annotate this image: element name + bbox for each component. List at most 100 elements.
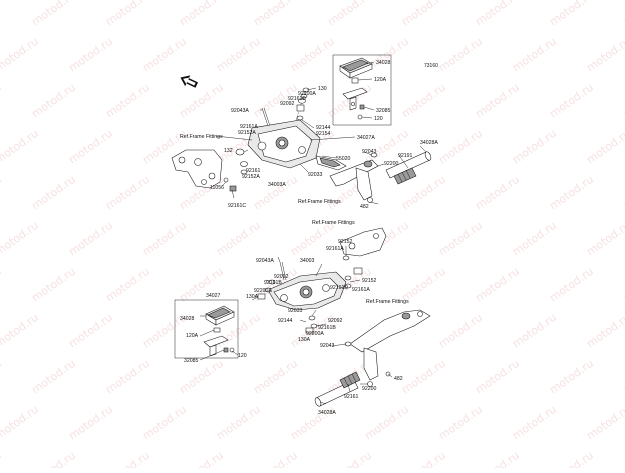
washer-132 bbox=[235, 148, 245, 156]
upper-hardware-stack bbox=[289, 87, 310, 141]
callout: 92144 bbox=[316, 125, 331, 131]
watermark-text: motod.ru bbox=[177, 81, 226, 121]
callout: 92033 bbox=[308, 172, 323, 178]
watermark-text: motod.ru bbox=[0, 173, 4, 213]
callout: 120A bbox=[186, 333, 199, 339]
watermark-text: motod.ru bbox=[66, 311, 115, 351]
watermark-text: motod.ru bbox=[547, 357, 596, 397]
callout: 92161 bbox=[246, 168, 261, 174]
watermark-text: motod.ru bbox=[473, 357, 522, 397]
callout: 120 bbox=[238, 353, 247, 359]
watermark-text: motod.ru bbox=[103, 0, 152, 28]
footpeg-bracket-bottom bbox=[203, 335, 229, 357]
watermark-text: motod.ru bbox=[325, 0, 374, 28]
leader-lines bbox=[199, 61, 427, 405]
callout: 34028 bbox=[376, 60, 391, 66]
watermark-text: motod.ru bbox=[584, 403, 625, 443]
watermark-text: motod.ru bbox=[29, 173, 78, 213]
watermark-text: motod.ru bbox=[325, 81, 374, 121]
callout: 92152A bbox=[238, 130, 256, 136]
callout: 11056 bbox=[210, 185, 224, 191]
watermark-text: motod.ru bbox=[140, 403, 189, 443]
footpeg-rubber-92191 bbox=[393, 167, 417, 185]
step-bracket-upper bbox=[247, 119, 321, 169]
ref-frame-fittings-2: Ref.Frame Fittings bbox=[298, 199, 341, 205]
footpeg-rubber-92161 bbox=[339, 371, 361, 389]
callout: 92200A bbox=[306, 331, 324, 337]
callout: 92200A bbox=[298, 91, 316, 97]
callout: 482 bbox=[394, 376, 403, 382]
watermark-text: motod.ru bbox=[29, 265, 78, 305]
watermark-text: motod.ru bbox=[584, 311, 625, 351]
watermark-text: motod.ru bbox=[621, 357, 625, 397]
callout: 34003A bbox=[268, 182, 286, 188]
callout: 92161 bbox=[344, 394, 359, 400]
watermark-text: motod.ru bbox=[473, 173, 522, 213]
watermark-text: motod.ru bbox=[621, 265, 625, 305]
watermark-text: motod.ru bbox=[0, 219, 41, 259]
watermark-text: motod.ru bbox=[0, 357, 4, 397]
watermark-text: motod.ru bbox=[214, 35, 263, 75]
callout: 92200A bbox=[254, 288, 272, 294]
spring-32085-bottom bbox=[223, 347, 229, 353]
frame-plate-upper bbox=[171, 149, 223, 189]
callout: 92161A bbox=[326, 246, 344, 252]
callout: 92200 bbox=[362, 386, 377, 392]
callout: 92144 bbox=[278, 318, 293, 324]
pin-120A-top bbox=[351, 77, 359, 84]
watermark-text: motod.ru bbox=[288, 403, 337, 443]
callout: 55020 bbox=[336, 156, 351, 162]
pivot-bolt-92043A-lower bbox=[279, 261, 287, 281]
callout: 32085 bbox=[376, 108, 391, 114]
watermark-text: motod.ru bbox=[436, 127, 485, 167]
callout: 92033 bbox=[288, 308, 303, 314]
watermark-text: motod.ru bbox=[0, 311, 41, 351]
callout: 92161B bbox=[288, 96, 306, 102]
watermark-text: motod.ru bbox=[473, 0, 522, 28]
watermark-text: motod.ru bbox=[510, 403, 559, 443]
watermark-text: motod.ru bbox=[473, 265, 522, 305]
callout: 34028A bbox=[318, 410, 336, 416]
watermark-text: motod.ru bbox=[547, 81, 596, 121]
watermark-text: motod.ru bbox=[0, 265, 4, 305]
callout: 34028A bbox=[420, 140, 438, 146]
callout: 130A bbox=[246, 294, 259, 300]
watermark-text: motod.ru bbox=[0, 81, 4, 121]
watermark-text: motod.ru bbox=[177, 449, 226, 468]
watermark-text: motod.ru bbox=[0, 127, 41, 167]
watermark-text: motod.ru bbox=[251, 0, 300, 28]
watermark-text: motod.ru bbox=[584, 127, 625, 167]
watermark-text: motod.ru bbox=[473, 81, 522, 121]
callout: 92092 bbox=[328, 318, 343, 324]
watermark-text: motod.ru bbox=[510, 219, 559, 259]
watermark-text: motod.ru bbox=[436, 311, 485, 351]
watermark-text: motod.ru bbox=[436, 219, 485, 259]
watermark-text: motod.ru bbox=[29, 357, 78, 397]
callout: 92200 bbox=[384, 161, 399, 167]
ref-frame-fittings-3: Ref.Frame Fittings bbox=[312, 220, 355, 226]
watermark-text: motod.ru bbox=[214, 403, 263, 443]
watermark-text: motod.ru bbox=[29, 0, 78, 28]
watermark-text: motod.ru bbox=[547, 265, 596, 305]
pin-120-bottom bbox=[229, 347, 235, 353]
watermark-text: motod.ru bbox=[103, 81, 152, 121]
watermark-text: motod.ru bbox=[251, 357, 300, 397]
reference-labels: Ref.Frame Fittings Ref.Frame Fittings Re… bbox=[180, 134, 409, 305]
watermark-text: motod.ru bbox=[66, 219, 115, 259]
callout: 120 bbox=[374, 116, 383, 122]
callout: 32085 bbox=[184, 358, 199, 364]
bushing-92161C bbox=[229, 185, 237, 192]
callout: 130A bbox=[298, 337, 311, 343]
watermark-text: motod.ru bbox=[66, 35, 115, 75]
pin-120-top bbox=[357, 114, 363, 120]
callout: 92154 bbox=[316, 131, 331, 137]
step-bracket-lower bbox=[267, 271, 347, 311]
callout: 92092 bbox=[274, 274, 289, 280]
ref-frame-fittings-4: Ref.Frame Fittings bbox=[366, 299, 409, 305]
footpeg-rubber-top bbox=[339, 57, 373, 79]
watermark-text: motod.ru bbox=[325, 449, 374, 468]
callout: 120A bbox=[374, 77, 387, 83]
watermark-text: motod.ru bbox=[103, 173, 152, 213]
watermark-text: motod.ru bbox=[621, 0, 625, 28]
